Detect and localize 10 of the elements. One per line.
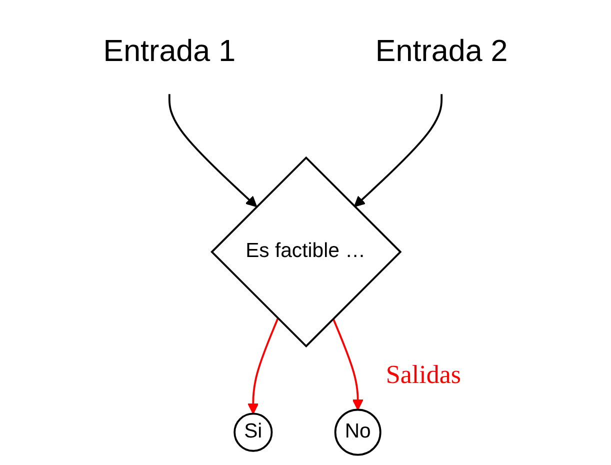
arrow bbox=[354, 94, 443, 208]
node-circle: No bbox=[334, 408, 382, 456]
arrow bbox=[332, 318, 364, 410]
node-text: Entrada 1 bbox=[103, 34, 236, 69]
node-diamond: Es factible … bbox=[210, 156, 402, 348]
arrow bbox=[168, 94, 258, 208]
output-label: Salidas bbox=[386, 360, 461, 390]
arrow bbox=[248, 318, 279, 414]
node-text: Entrada 2 bbox=[375, 34, 508, 69]
node-circle: Si bbox=[234, 412, 273, 452]
